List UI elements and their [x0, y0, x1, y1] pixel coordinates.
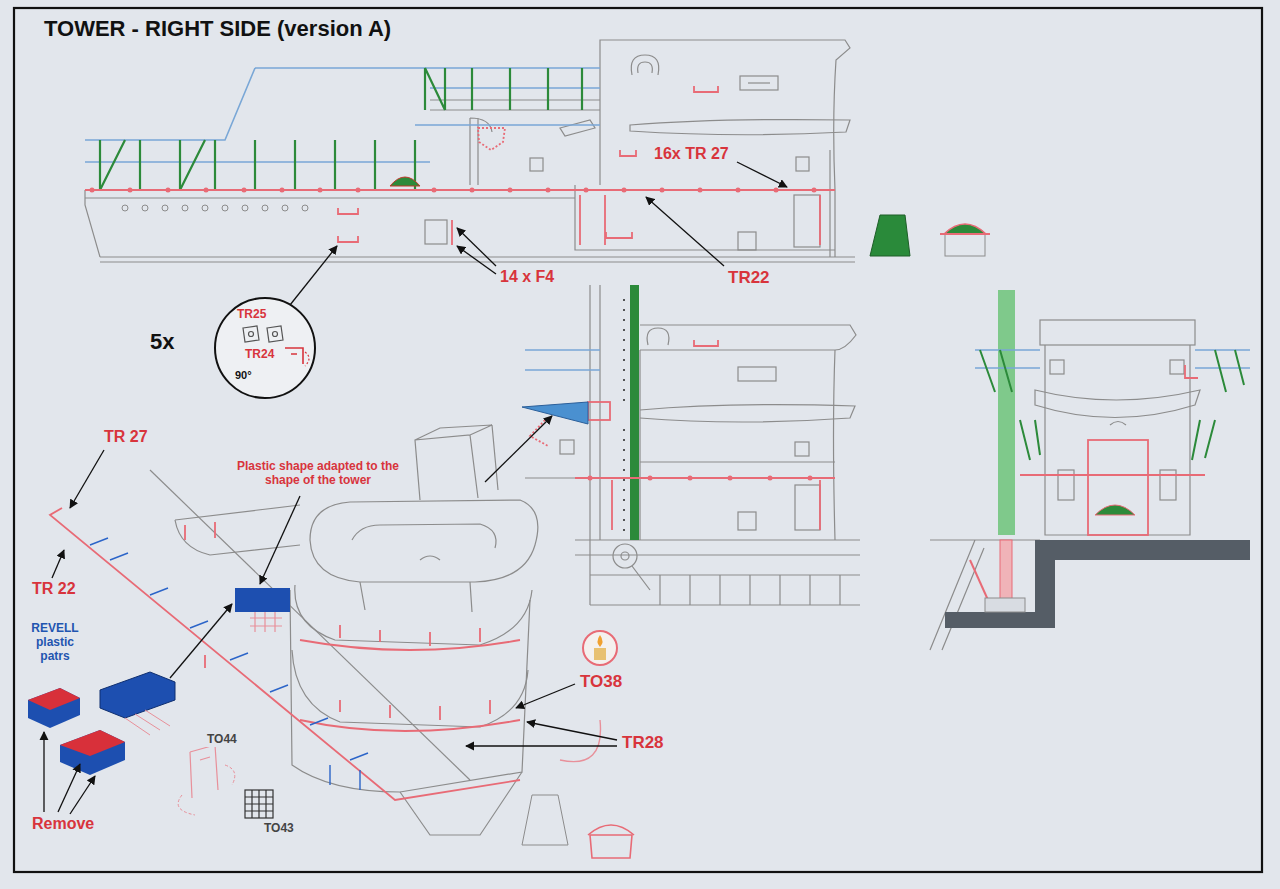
part-label: TO43 — [262, 822, 296, 836]
part-label: TR 27 — [102, 428, 150, 446]
part-label: TO44 — [205, 733, 239, 747]
callout-label: 16x TR 27 — [652, 145, 731, 163]
part-label: TR28 — [620, 733, 666, 753]
leader-lines — [44, 162, 787, 814]
part-label: TR 22 — [30, 580, 78, 598]
quantity-label: 5x — [150, 330, 174, 354]
part-label: TO38 — [578, 672, 624, 692]
part-label: TR25 — [237, 308, 266, 321]
part-label: 14 x F4 — [498, 268, 556, 286]
part-label: TR24 — [245, 348, 274, 361]
detail-inset: 5x TR25TR24 90° — [145, 292, 325, 404]
diagram-title: TOWER - RIGHT SIDE (version A) — [42, 16, 393, 41]
note-text: Plastic shape adapted to the shape of th… — [228, 460, 408, 488]
note-text: REVELL plastic patrs — [22, 622, 88, 663]
front-view — [930, 290, 1250, 650]
part-label: 90° — [235, 369, 252, 381]
isometric-view — [28, 425, 634, 858]
part-label: TR22 — [726, 268, 772, 288]
middle-view — [522, 285, 860, 605]
instruction-text: Remove — [30, 815, 96, 833]
side-elevation — [85, 40, 990, 262]
page-frame — [14, 8, 1262, 872]
